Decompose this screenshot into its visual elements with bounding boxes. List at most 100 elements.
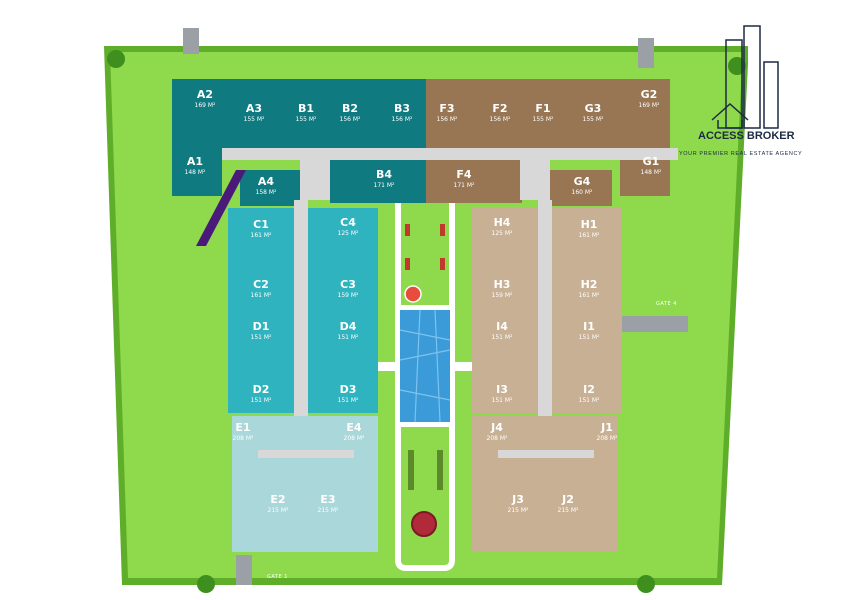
unit-area: 151 M² [492, 397, 514, 404]
unit-code: J2 [561, 493, 574, 506]
block-a-b [172, 79, 426, 206]
block-f-g [426, 79, 670, 206]
unit-area: 171 M² [374, 182, 396, 189]
unit-area: 148 M² [185, 169, 207, 176]
unit-code: C2 [253, 278, 269, 291]
unit-code: E1 [235, 421, 250, 434]
unit-code: E2 [270, 493, 285, 506]
unit-code: D3 [340, 383, 357, 396]
unit-area: 208 M² [597, 435, 619, 442]
gate-4[interactable]: GATE 4 [620, 301, 688, 332]
unit-area: 161 M² [251, 292, 273, 299]
corridors [222, 148, 678, 458]
unit-code: A2 [197, 88, 213, 101]
unit-area: 161 M² [251, 232, 273, 239]
unit-area: 156 M² [392, 116, 414, 123]
unit-code: G1 [643, 155, 660, 168]
building-skyline-icon [711, 25, 779, 129]
unit-code: F3 [439, 102, 454, 115]
unit-code: H2 [581, 278, 598, 291]
unit-area: 215 M² [508, 507, 530, 514]
unit-area: 208 M² [487, 435, 509, 442]
unit-area: 151 M² [492, 334, 514, 341]
unit-area: 208 M² [344, 435, 366, 442]
block-e [232, 416, 378, 552]
gate-3[interactable]: GATE 3 [611, 38, 654, 68]
unit-code: I2 [583, 383, 595, 396]
unit-area: 215 M² [268, 507, 290, 514]
unit-area: 151 M² [579, 334, 601, 341]
unit-code: I4 [496, 320, 508, 333]
gate-1[interactable]: GATE 1 [236, 555, 288, 585]
swimming-pool [395, 305, 455, 427]
unit-area: 158 M² [256, 189, 278, 196]
unit-area: 151 M² [338, 397, 360, 404]
unit-area: 169 M² [195, 102, 217, 109]
brand-logo[interactable]: ACCESS BROKER YOUR PREMIER REAL ESTATE A… [679, 25, 802, 157]
bench-icon [405, 224, 410, 236]
unit-area: 151 M² [251, 334, 273, 341]
unit-code: H1 [581, 218, 598, 231]
unit-code: D2 [253, 383, 270, 396]
unit-code: C3 [340, 278, 356, 291]
gate-2[interactable]: GATE 2 [183, 28, 239, 54]
entrance-ramp[interactable] [196, 170, 246, 246]
unit-area: 125 M² [338, 230, 360, 237]
unit-area: 160 M² [572, 189, 594, 196]
unit-area: 156 M² [340, 116, 362, 123]
unit-code: A4 [258, 175, 275, 188]
unit-code: G2 [641, 88, 658, 101]
unit-area: 159 M² [338, 292, 360, 299]
unit-area: 148 M² [641, 169, 663, 176]
gate-2-label: GATE 2 [218, 40, 239, 46]
brand-tagline: YOUR PREMIER REAL ESTATE AGENCY [679, 151, 802, 157]
gate-4-label: GATE 4 [656, 301, 677, 307]
unit-area: 161 M² [579, 292, 601, 299]
unit-area: 151 M² [338, 334, 360, 341]
unit-code: E3 [320, 493, 335, 506]
unit-area: 159 M² [492, 292, 514, 299]
unit-area: 155 M² [244, 116, 266, 123]
unit-code: F4 [456, 168, 472, 181]
